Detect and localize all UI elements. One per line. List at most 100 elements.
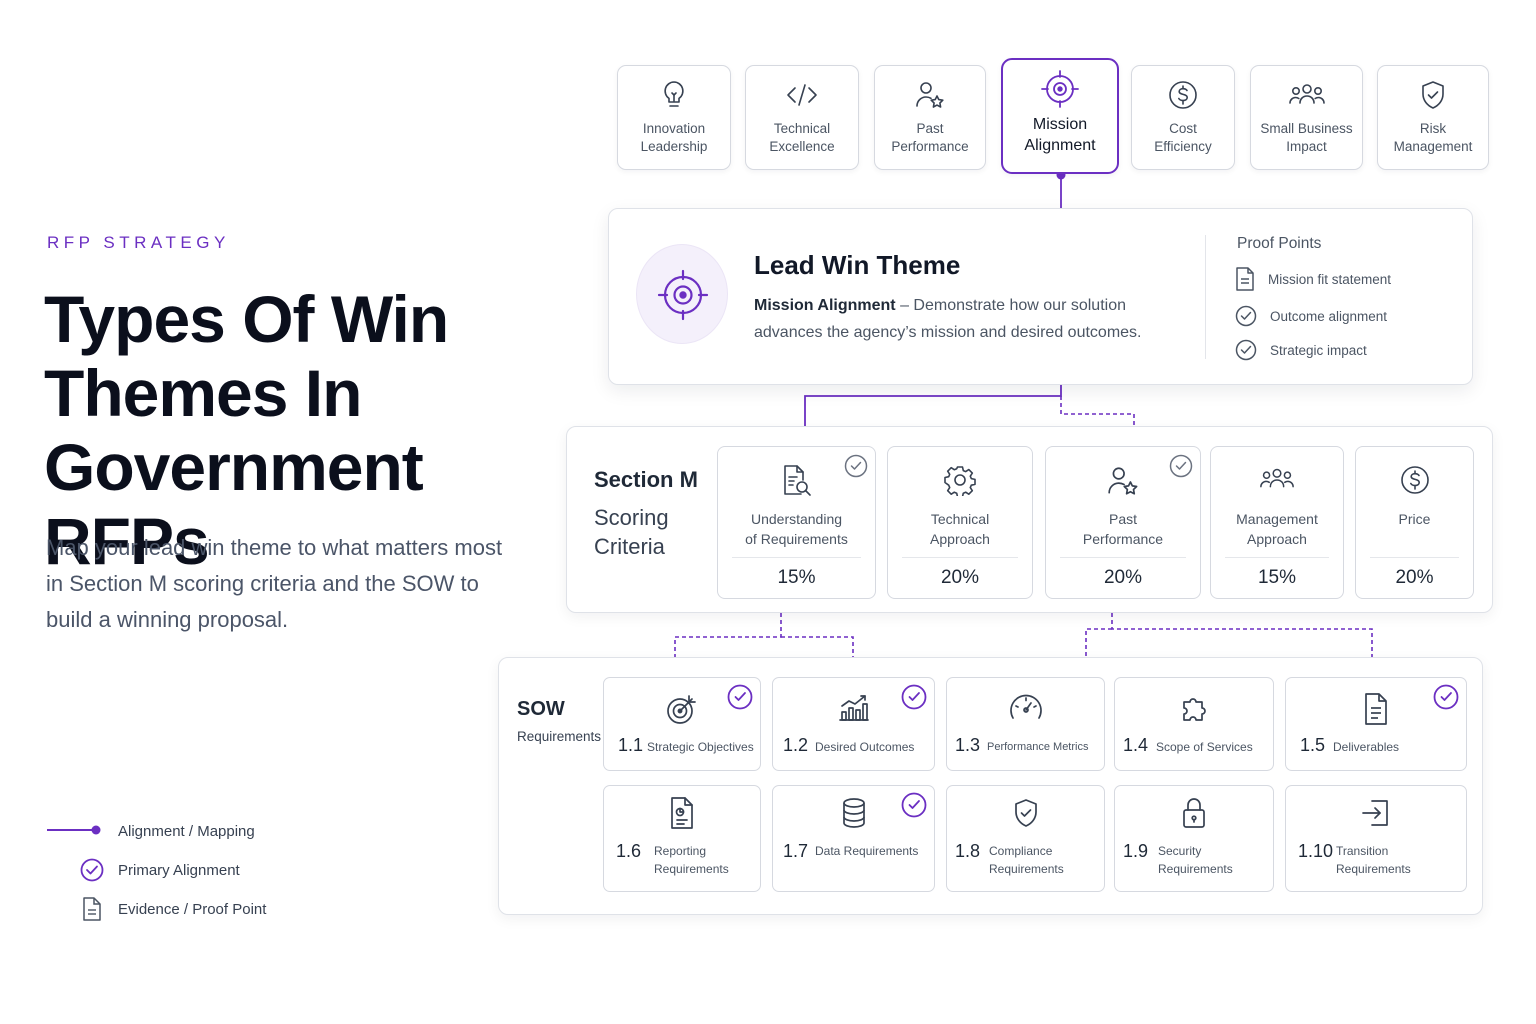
sow-card-1-4[interactable]: 1.4 Scope of Services <box>1114 677 1274 771</box>
theme-card-innovation-leadership[interactable]: Innovation Leadership <box>617 65 731 170</box>
section-m-subtitle: Scoring Criteria <box>594 505 669 559</box>
theme-label: Past Performance <box>891 121 969 154</box>
target-icon <box>1041 70 1079 108</box>
theme-card-cost-efficiency[interactable]: Cost Efficiency <box>1131 65 1235 170</box>
sow-label: Scope of Services <box>1156 740 1253 754</box>
theme-card-small-business-impact[interactable]: Small Business Impact <box>1250 65 1363 170</box>
report-icon <box>604 796 760 830</box>
theme-label: Cost Efficiency <box>1154 121 1212 154</box>
document-icon <box>1235 267 1255 291</box>
criterion-card-price[interactable]: Price 20% <box>1355 446 1474 599</box>
criterion-label: Technical Approach <box>930 511 990 547</box>
shield-check-icon <box>1418 78 1448 112</box>
target-arrow-icon <box>604 692 760 726</box>
divider <box>902 557 1018 558</box>
theme-label: Innovation Leadership <box>640 121 708 154</box>
sow-number: 1.8 <box>955 841 981 861</box>
legend-item-primary: Primary Alignment <box>46 858 240 882</box>
proof-point-item: Outcome alignment <box>1235 305 1387 327</box>
theme-label: Technical Excellence <box>769 121 835 154</box>
criterion-card-past-performance[interactable]: Past Performance 20% <box>1045 446 1201 599</box>
theme-label: Small Business Impact <box>1260 121 1353 154</box>
page-subtitle: Map your lead win theme to what matters … <box>46 535 503 632</box>
sow-card-1-7[interactable]: 1.7 Data Requirements <box>772 785 935 892</box>
sow-card-1-8[interactable]: 1.8 Compliance Requirements <box>946 785 1105 892</box>
document-icon <box>46 897 116 921</box>
check-circle-icon <box>46 858 116 882</box>
criterion-weight: 20% <box>940 567 980 588</box>
legend-label: Evidence / Proof Point <box>118 900 267 918</box>
check-circle-icon <box>1433 684 1459 710</box>
divider <box>1205 235 1206 359</box>
sow-label: Data Requirements <box>815 844 919 858</box>
divider <box>1225 557 1329 558</box>
legend-item-evidence: Evidence / Proof Point <box>46 897 266 921</box>
lead-title: Lead Win Theme <box>754 250 961 280</box>
check-circle-icon <box>727 684 753 710</box>
sow-card-1-6[interactable]: 1.6 Reporting Requirements <box>603 785 761 892</box>
check-circle-icon <box>901 792 927 818</box>
criterion-weight: 20% <box>1103 567 1143 588</box>
sow-subtitle: Requirements <box>517 729 602 744</box>
theme-label: Mission Alignment <box>1024 116 1096 154</box>
sow-label: Strategic Objectives <box>647 740 754 754</box>
lead-description: Mission Alignment – Demonstrate how our … <box>754 292 1184 346</box>
check-circle-icon <box>901 684 927 710</box>
criterion-label: Past Performance <box>1082 511 1164 547</box>
criterion-card-understanding[interactable]: Understanding of Requirements 15% <box>717 446 876 599</box>
document-icon <box>1286 692 1466 726</box>
proof-point-label: Outcome alignment <box>1270 308 1388 324</box>
theme-card-technical-excellence[interactable]: Technical Excellence <box>745 65 859 170</box>
sow-number: 1.7 <box>783 841 809 861</box>
transition-icon <box>1286 796 1466 830</box>
sow-number: 1.10 <box>1298 841 1334 861</box>
sow-card-1-10[interactable]: 1.10 Transition Requirements <box>1285 785 1467 892</box>
bar-chart-icon <box>773 692 934 724</box>
puzzle-icon <box>1115 692 1273 724</box>
eyebrow-label: RFP STRATEGY <box>47 233 230 252</box>
lock-icon <box>1115 796 1273 830</box>
sow-label: Security Requirements <box>1158 844 1233 876</box>
sow-label: Compliance Requirements <box>989 844 1064 876</box>
sow-card-1-3[interactable]: 1.3 Performance Metrics <box>946 677 1105 771</box>
criterion-card-management-approach[interactable]: Management Approach 15% <box>1210 446 1344 599</box>
divider <box>1060 557 1186 558</box>
database-icon <box>773 796 934 830</box>
dollar-circle-icon <box>1167 78 1199 112</box>
theme-card-mission-alignment[interactable]: Mission Alignment <box>1001 58 1119 174</box>
sow-number: 1.6 <box>616 841 642 861</box>
sow-label: Reporting Requirements <box>654 844 729 876</box>
proof-point-label: Strategic impact <box>1270 342 1367 358</box>
section-m-title: Section M <box>594 467 698 492</box>
sow-card-1-9[interactable]: 1.9 Security Requirements <box>1114 785 1274 892</box>
lead-icon-badge <box>636 244 728 344</box>
proof-point-label: Mission fit statement <box>1268 271 1392 287</box>
theme-card-past-performance[interactable]: Past Performance <box>874 65 986 170</box>
sow-number: 1.3 <box>955 735 981 755</box>
sow-label: Performance Metrics <box>987 741 1089 753</box>
criterion-weight: 15% <box>777 567 816 588</box>
sow-number: 1.2 <box>783 735 809 755</box>
people-icon <box>1211 464 1343 494</box>
proof-point-item: Strategic impact <box>1235 339 1367 361</box>
sow-card-1-2[interactable]: 1.2 Desired Outcomes <box>772 677 935 771</box>
criterion-label: Price <box>1398 511 1431 527</box>
gear-icon <box>888 464 1032 496</box>
document-search-icon <box>718 464 875 498</box>
criterion-label: Management Approach <box>1236 511 1318 547</box>
legend-label: Alignment / Mapping <box>118 822 255 840</box>
target-icon <box>657 269 709 321</box>
check-circle-icon <box>1235 305 1257 327</box>
divider <box>732 557 861 558</box>
sow-label: Transition Requirements <box>1336 844 1411 876</box>
lead-theme-text: – Demonstrate how our solution advances … <box>754 297 1142 341</box>
theme-card-risk-management[interactable]: Risk Management <box>1377 65 1489 170</box>
shield-check-icon <box>947 796 1104 830</box>
sow-card-1-5[interactable]: 1.5 Deliverables <box>1285 677 1467 771</box>
sow-card-1-1[interactable]: 1.1 Strategic Objectives <box>603 677 761 771</box>
criterion-card-technical-approach[interactable]: Technical Approach 20% <box>887 446 1033 599</box>
sow-title: SOW <box>517 698 565 720</box>
check-circle-icon <box>1235 339 1257 361</box>
criterion-label: Understanding of Requirements <box>745 511 848 547</box>
sow-label: Deliverables <box>1333 740 1400 754</box>
